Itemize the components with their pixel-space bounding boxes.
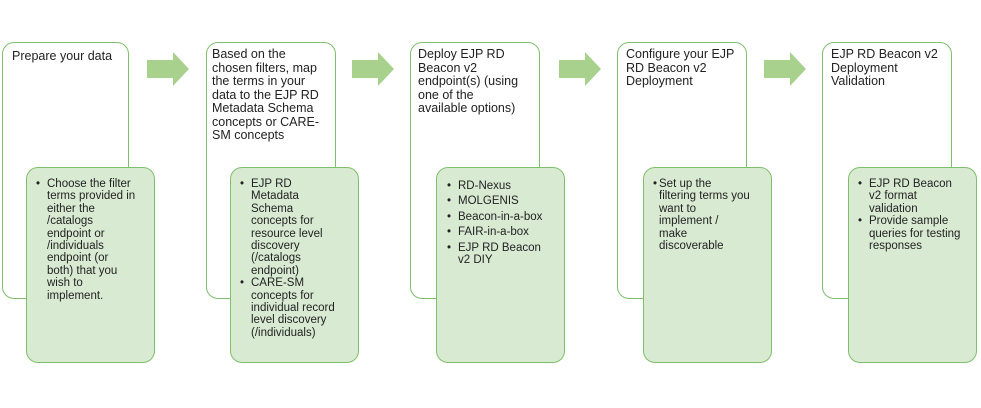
step-1-title: Prepare your data (12, 49, 113, 63)
step-5-details-list: •EJP RD Beacon v2 format validation •Pro… (858, 178, 976, 252)
step-4-title: Configure your EJP RD Beacon v2 Deployme… (626, 47, 735, 88)
step-1-details-list: •Choose the filter terms provided in eit… (36, 178, 154, 302)
step-5-details-box (848, 167, 977, 363)
arrow-right-icon (352, 52, 394, 86)
step-2-details-box (230, 167, 359, 363)
list-item: •CARE-SM concepts for individual record … (240, 277, 335, 339)
list-item: •MOLGENIS (447, 195, 519, 208)
step-3-details-box (436, 167, 565, 363)
list-item: •Choose the filter terms provided in eit… (36, 178, 136, 302)
list-item: •EJP RD Beacon v2 format validation (858, 178, 952, 215)
step-3-details-list: •RD-Nexus •MOLGENIS •Beacon-in-a-box •FA… (447, 180, 564, 269)
list-item: •Provide sample queries for testing resp… (858, 215, 961, 253)
step-4-details-list: •Set up the filtering terms you want to … (653, 178, 771, 252)
step-3-title: Deploy EJP RD Beacon v2 endpoint(s) (usi… (418, 47, 519, 115)
arrow-shape (559, 52, 601, 86)
arrow-right-icon (764, 52, 806, 86)
step-5-title: EJP RD Beacon v2 Deployment Validation (831, 47, 938, 88)
list-item: •RD-Nexus (447, 180, 512, 192)
list-item: •EJP RD Metadata Schema concepts for res… (240, 178, 323, 277)
arrow-shape (352, 52, 394, 86)
step-4-details-box (643, 167, 772, 363)
arrow-shape (147, 52, 189, 86)
arrow-right-icon (559, 52, 601, 86)
step-2-title: Based on the chosen filters, map the ter… (212, 47, 319, 142)
step-1-details-box (26, 167, 155, 363)
arrow-shape (764, 52, 806, 86)
list-item: •EJP RD Beacon v2 DIY (447, 241, 541, 267)
list-item: •Set up the filtering terms you want to … (653, 178, 750, 253)
step-2-details-list: •EJP RD Metadata Schema concepts for res… (240, 178, 358, 339)
arrow-right-icon (147, 52, 189, 86)
list-item: •FAIR-in-a-box (447, 226, 529, 239)
list-item: •Beacon-in-a-box (447, 210, 543, 223)
